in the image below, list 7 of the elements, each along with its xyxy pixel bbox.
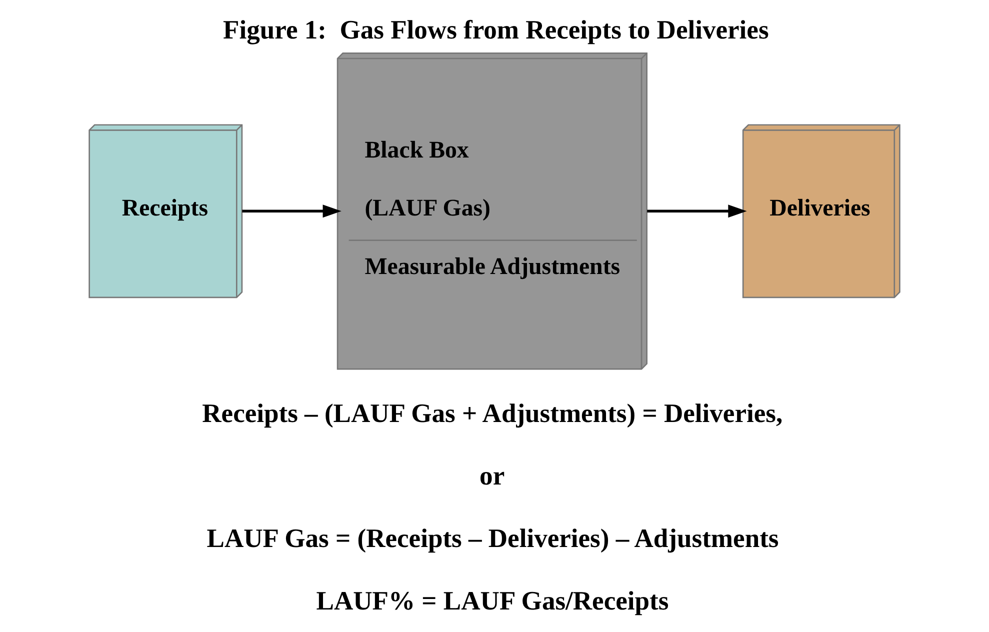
arrow [647,204,747,218]
label: Receipts – (LAUF Gas + Adjustments) = Deliveries, [202,398,783,428]
arrow [242,204,342,218]
diagram-title: Figure 1: Gas Flows from Receipts to Deliveries [223,14,769,45]
label: LAUF% = LAUF Gas/Receipts [316,585,669,616]
label: LAUF Gas = (Receipts – Deliveries) – Adjustments [206,522,779,553]
label: or [480,460,505,491]
